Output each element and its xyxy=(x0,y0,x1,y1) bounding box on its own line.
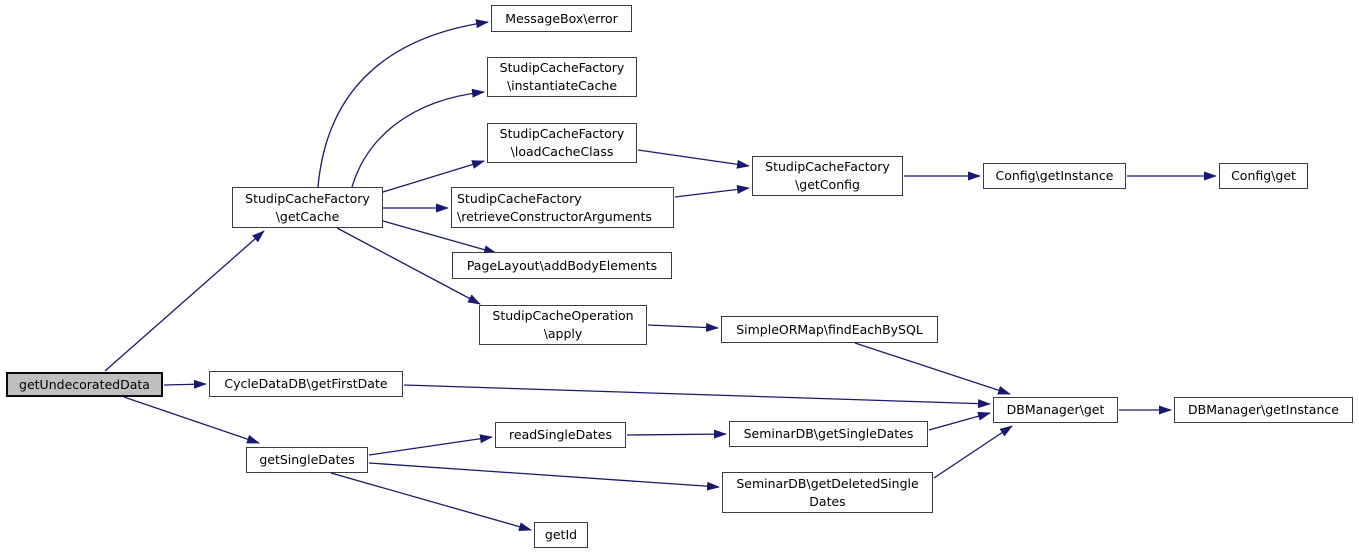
edge-get-single-dates-to-get-id xyxy=(330,472,532,532)
edge-get-cache-to-load-cache-class xyxy=(382,160,485,193)
edge-get-cache-to-add-body-elements xyxy=(382,220,497,255)
node-label-line: DBManager\getInstance xyxy=(1188,402,1339,417)
node-label-line: DBManager\get xyxy=(1006,402,1105,417)
edge-load-cache-class-to-get-config xyxy=(637,149,750,169)
edge-get-undecorated-data-to-get-cache xyxy=(104,230,265,372)
node-cache-operation-apply[interactable]: StudipCacheOperation \apply xyxy=(479,305,647,345)
edge-cycledatadb-getfirstdate-to-dbmanager-get xyxy=(403,384,991,409)
node-get-single-dates[interactable]: getSingleDates xyxy=(246,447,368,473)
node-get-id[interactable]: getId xyxy=(534,522,588,548)
node-config-getinstance[interactable]: Config\getInstance xyxy=(983,163,1126,189)
node-label-line: getId xyxy=(544,527,578,542)
edge-seminardb-getdeletedsingledates-to-dbmanager-get xyxy=(933,425,1013,479)
node-label-line: StudipCacheFactory xyxy=(245,190,370,206)
node-get-undecorated-data[interactable]: getUndecoratedData xyxy=(6,372,163,397)
node-label-line: StudipCacheOperation xyxy=(492,308,634,323)
node-label-line: \getConfig xyxy=(795,177,860,192)
node-get-config[interactable]: StudipCacheFactory \getConfig xyxy=(752,156,903,196)
node-label-line: MessageBox\error xyxy=(505,10,618,26)
edge-seminardb-getsingledates-to-dbmanager-get xyxy=(928,411,991,431)
node-instantiate-cache[interactable]: StudipCacheFactory \instantiateCache xyxy=(487,57,637,97)
node-label-line: CycleDataDB\getFirstDate xyxy=(224,376,388,391)
edge-find-each-by-sql-to-dbmanager-get xyxy=(854,342,1011,395)
node-label-line: StudipCacheFactory xyxy=(499,60,625,75)
node-label-line: SimpleORMap\findEachBySQL xyxy=(736,321,923,337)
edge-get-cache-to-cache-operation-apply xyxy=(336,227,481,305)
edge-get-single-dates-to-seminardb-getdeletedsingledates xyxy=(368,462,720,491)
edge-get-single-dates-to-read-single-dates xyxy=(368,434,493,456)
node-cycledatadb-getfirstdate[interactable]: CycleDataDB\getFirstDate xyxy=(209,371,403,397)
node-label-line: \apply xyxy=(543,326,583,341)
edge-get-undecorated-data-to-cycledatadb-getfirstdate xyxy=(163,379,207,389)
node-dbmanager-getinstance[interactable]: DBManager\getInstance xyxy=(1174,397,1353,423)
edge-get-cache-to-instantiate-cache xyxy=(351,88,485,188)
node-label-line: StudipCacheFactory xyxy=(457,190,582,206)
node-dbmanager-get[interactable]: DBManager\get xyxy=(993,397,1118,423)
edge-get-undecorated-data-to-get-single-dates xyxy=(123,396,260,444)
node-add-body-elements[interactable]: PageLayout\addBodyElements xyxy=(452,252,672,279)
node-label-line: StudipCacheFactory xyxy=(499,126,625,141)
edge-retrieve-constructor-arguments-to-get-config xyxy=(674,184,750,198)
node-messagebox-error[interactable]: MessageBox\error xyxy=(491,5,632,32)
node-label-line: \retrieveConstructorArguments xyxy=(457,208,652,224)
node-retrieve-constructor-arguments[interactable]: StudipCacheFactory \retrieveConstructorAr… xyxy=(451,187,674,228)
node-label-line: \loadCacheClass xyxy=(510,144,614,159)
node-label-line: StudipCacheFactory xyxy=(765,159,890,174)
node-label-line: \getCache xyxy=(275,208,340,224)
node-label-line: readSingleDates xyxy=(509,427,612,442)
node-label-line: PageLayout\addBodyElements xyxy=(466,257,658,273)
node-label-line: Dates xyxy=(809,493,846,509)
node-label-line: SeminarDB\getDeletedSingle xyxy=(736,475,919,491)
edge-cache-operation-apply-to-find-each-by-sql xyxy=(647,322,719,332)
node-label-line: Config\getInstance xyxy=(995,168,1114,183)
node-find-each-by-sql[interactable]: SimpleORMap\findEachBySQL xyxy=(721,316,938,343)
node-label-line: \instantiateCache xyxy=(506,78,618,93)
node-load-cache-class[interactable]: StudipCacheFactory \loadCacheClass xyxy=(487,123,637,163)
edge-get-cache-to-messagebox-error xyxy=(317,19,489,188)
node-label-line: Config\get xyxy=(1231,168,1296,183)
edge-read-single-dates-to-seminardb-getsingledates xyxy=(626,429,727,439)
node-label-line: getSingleDates xyxy=(259,452,355,467)
node-label-line: SeminarDB\getSingleDates xyxy=(743,426,914,441)
node-seminardb-getsingledates[interactable]: SeminarDB\getSingleDates xyxy=(729,421,928,447)
node-read-single-dates[interactable]: readSingleDates xyxy=(495,422,626,448)
node-label-line: getUndecoratedData xyxy=(19,376,150,392)
node-get-cache[interactable]: StudipCacheFactory \getCache xyxy=(232,187,383,228)
node-config-get[interactable]: Config\get xyxy=(1219,163,1308,189)
